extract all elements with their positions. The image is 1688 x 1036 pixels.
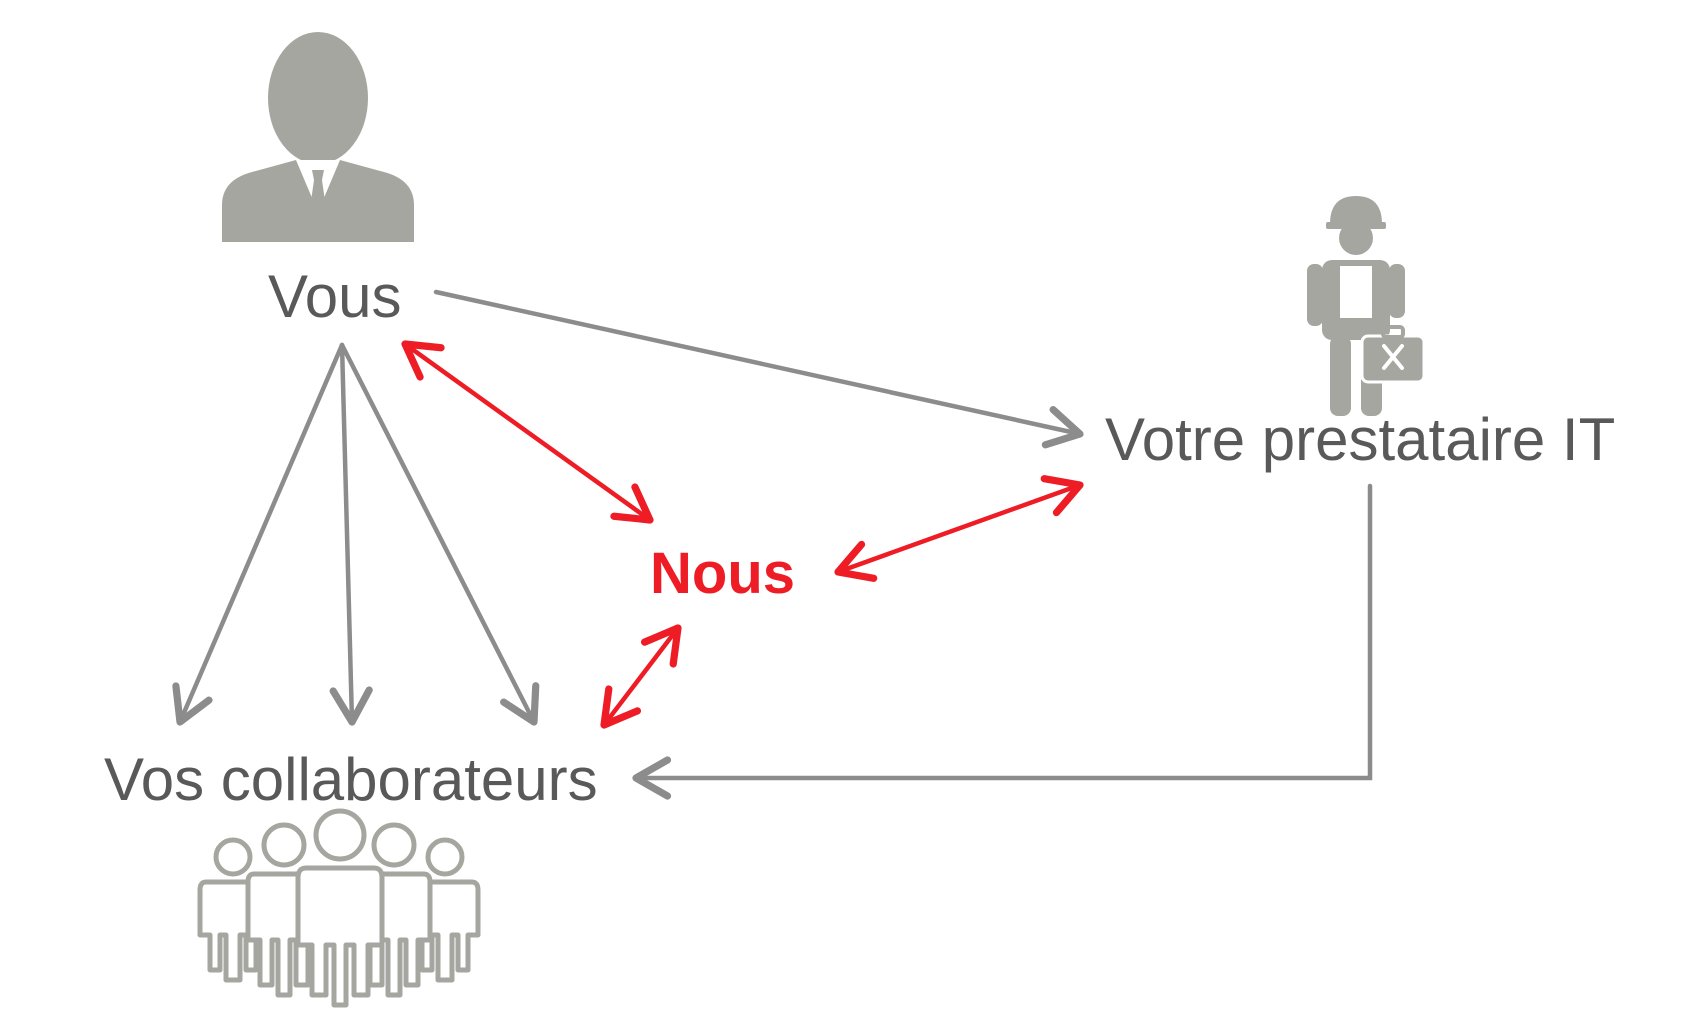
arrow-vous-to-collab-left — [172, 342, 345, 726]
arrow-nous-collaborateurs — [600, 624, 682, 729]
arrow-nous-vous — [401, 340, 654, 524]
node-label-prestataire: Votre prestataire IT — [1105, 406, 1616, 473]
red-arrows — [401, 340, 1084, 729]
arrow-nous-prestataire — [834, 475, 1084, 582]
node-label-collaborateurs: Vos collaborateurs — [104, 746, 598, 813]
arrow-vous-to-collab-center — [329, 342, 373, 726]
businessman-icon — [222, 32, 414, 242]
gray-arrows — [172, 289, 1373, 800]
node-label-vous: Vous — [268, 263, 402, 330]
group-of-people-icon — [197, 808, 481, 1008]
arrow-vous-to-collab-right — [339, 342, 540, 726]
technician-with-toolbox-icon — [1307, 196, 1426, 416]
arrow-vous-to-prestataire — [433, 289, 1084, 449]
node-label-nous: Nous — [650, 541, 795, 606]
arrow-prestataire-to-collab — [632, 483, 1373, 800]
